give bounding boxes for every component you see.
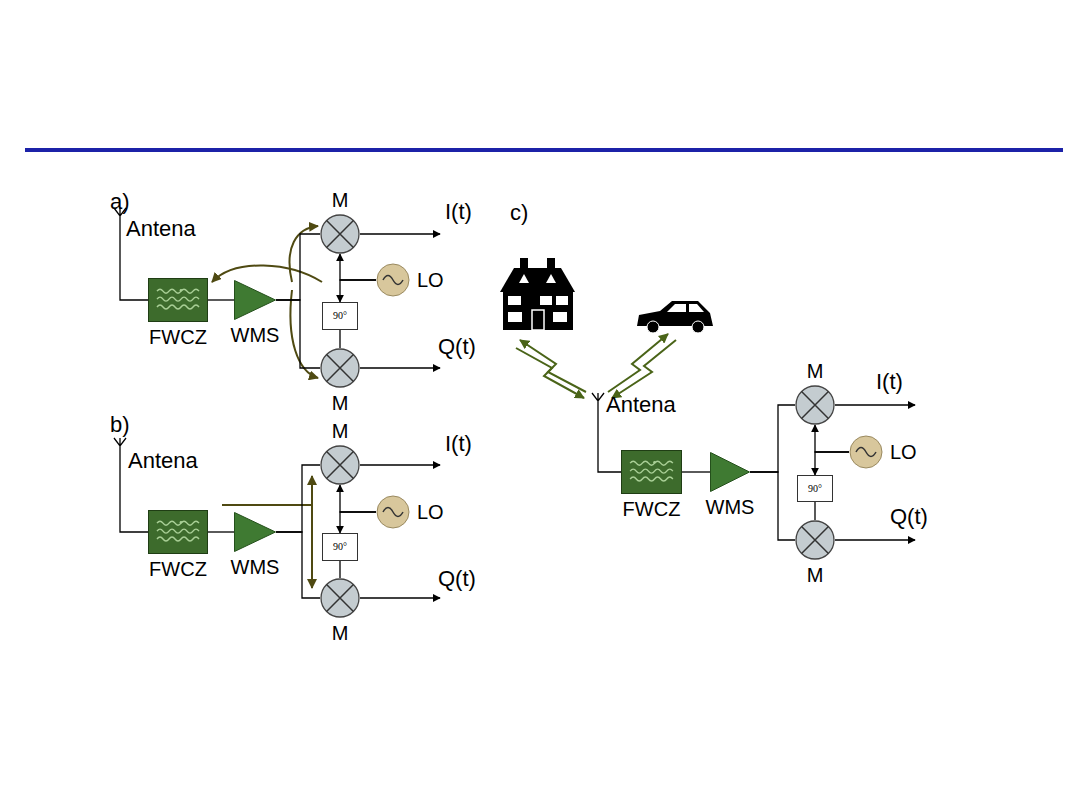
oscillator-symbol: LO [376, 495, 410, 529]
amplifier-symbol: WMS [710, 452, 750, 492]
oscillator-symbol: LO [376, 263, 410, 297]
signal-wire [276, 532, 320, 598]
mixer-shape [320, 578, 360, 618]
part-label: LO [890, 441, 917, 464]
mixer-shape [795, 385, 835, 425]
signal-wire [340, 512, 376, 533]
oscillator-symbol: LO [849, 435, 883, 469]
part-label: M [807, 360, 824, 383]
part-label: M [332, 189, 349, 212]
phase-shifter: 90° [797, 475, 833, 502]
part-label: M [332, 392, 349, 415]
signal-wire [815, 452, 849, 475]
phase-shifter: 90° [322, 302, 358, 330]
amp-shape [234, 280, 276, 320]
output-arrow [360, 234, 915, 598]
lo-shape [849, 435, 883, 469]
mixer-symbol: M [795, 385, 835, 425]
signal-name: Q(t) [438, 566, 476, 591]
signal-name: Q(t) [890, 504, 928, 529]
amplifier-symbol: WMS [234, 280, 276, 320]
signal-wire [815, 425, 849, 452]
lo-shape [376, 263, 410, 297]
mixer-symbol: M [795, 520, 835, 560]
part-label: M [807, 564, 824, 587]
signal-wire [276, 234, 320, 300]
part-label: WMS [231, 324, 280, 347]
signal-wire [340, 254, 376, 280]
part-label: FWCZ [623, 498, 681, 521]
part-label: M [332, 622, 349, 645]
panel-letter: b) [110, 412, 130, 437]
signal-wire [276, 300, 320, 368]
part-label: M [332, 420, 349, 443]
mixer-symbol: M [320, 348, 360, 388]
antenna-label: Antena [606, 392, 676, 417]
antenna-label: Antena [126, 216, 196, 241]
signal-wire [339, 330, 340, 348]
header-rule [25, 148, 1063, 152]
signal-wire [340, 280, 376, 302]
amp-shape [710, 452, 750, 492]
signal-wire [208, 299, 234, 300]
mixer-shape [795, 520, 835, 560]
part-label: FWCZ [149, 558, 207, 581]
leakage-arrow [212, 226, 322, 378]
filter-block: FWCZ [148, 278, 208, 322]
signal-wire [208, 531, 234, 532]
radio-path [516, 334, 676, 398]
phase-shifter: 90° [322, 533, 358, 561]
antenna-label: Antena [128, 448, 198, 473]
phase-label: 90° [333, 541, 347, 553]
signal-wire [814, 502, 815, 520]
signal-name: Q(t) [438, 334, 476, 359]
part-label: LO [417, 501, 444, 524]
part-label: FWCZ [149, 326, 207, 349]
antenna-symbol [114, 208, 621, 532]
mixer-shape [320, 348, 360, 388]
panel-letter: c) [510, 200, 528, 225]
mixer-symbol: M [320, 214, 360, 254]
signal-wire [750, 405, 795, 472]
amplifier-symbol: WMS [234, 512, 276, 552]
part-label: WMS [706, 496, 755, 519]
house-icon [500, 258, 575, 330]
signal-wire [340, 485, 376, 512]
signal-wire [682, 471, 710, 472]
filter-block: FWCZ [621, 450, 682, 494]
signal-name: I(t) [445, 199, 472, 224]
signal-name: I(t) [876, 369, 903, 394]
car-icon [637, 301, 713, 333]
signal-wire [750, 472, 795, 540]
mixer-shape [320, 445, 360, 485]
filter-shape [148, 278, 208, 322]
mixer-symbol: M [320, 445, 360, 485]
part-label: LO [417, 269, 444, 292]
filter-block: FWCZ [148, 510, 208, 554]
phase-label: 90° [808, 483, 822, 495]
mixer-symbol: M [320, 578, 360, 618]
filter-shape [148, 510, 208, 554]
amp-shape [234, 512, 276, 552]
signal-wire [276, 465, 320, 532]
filter-shape [621, 450, 682, 494]
signal-wire [339, 561, 340, 578]
phase-label: 90° [333, 310, 347, 322]
mixer-shape [320, 214, 360, 254]
signal-name: I(t) [445, 431, 472, 456]
lo-shape [376, 495, 410, 529]
part-label: WMS [231, 556, 280, 579]
panel-letter: a) [110, 189, 130, 214]
